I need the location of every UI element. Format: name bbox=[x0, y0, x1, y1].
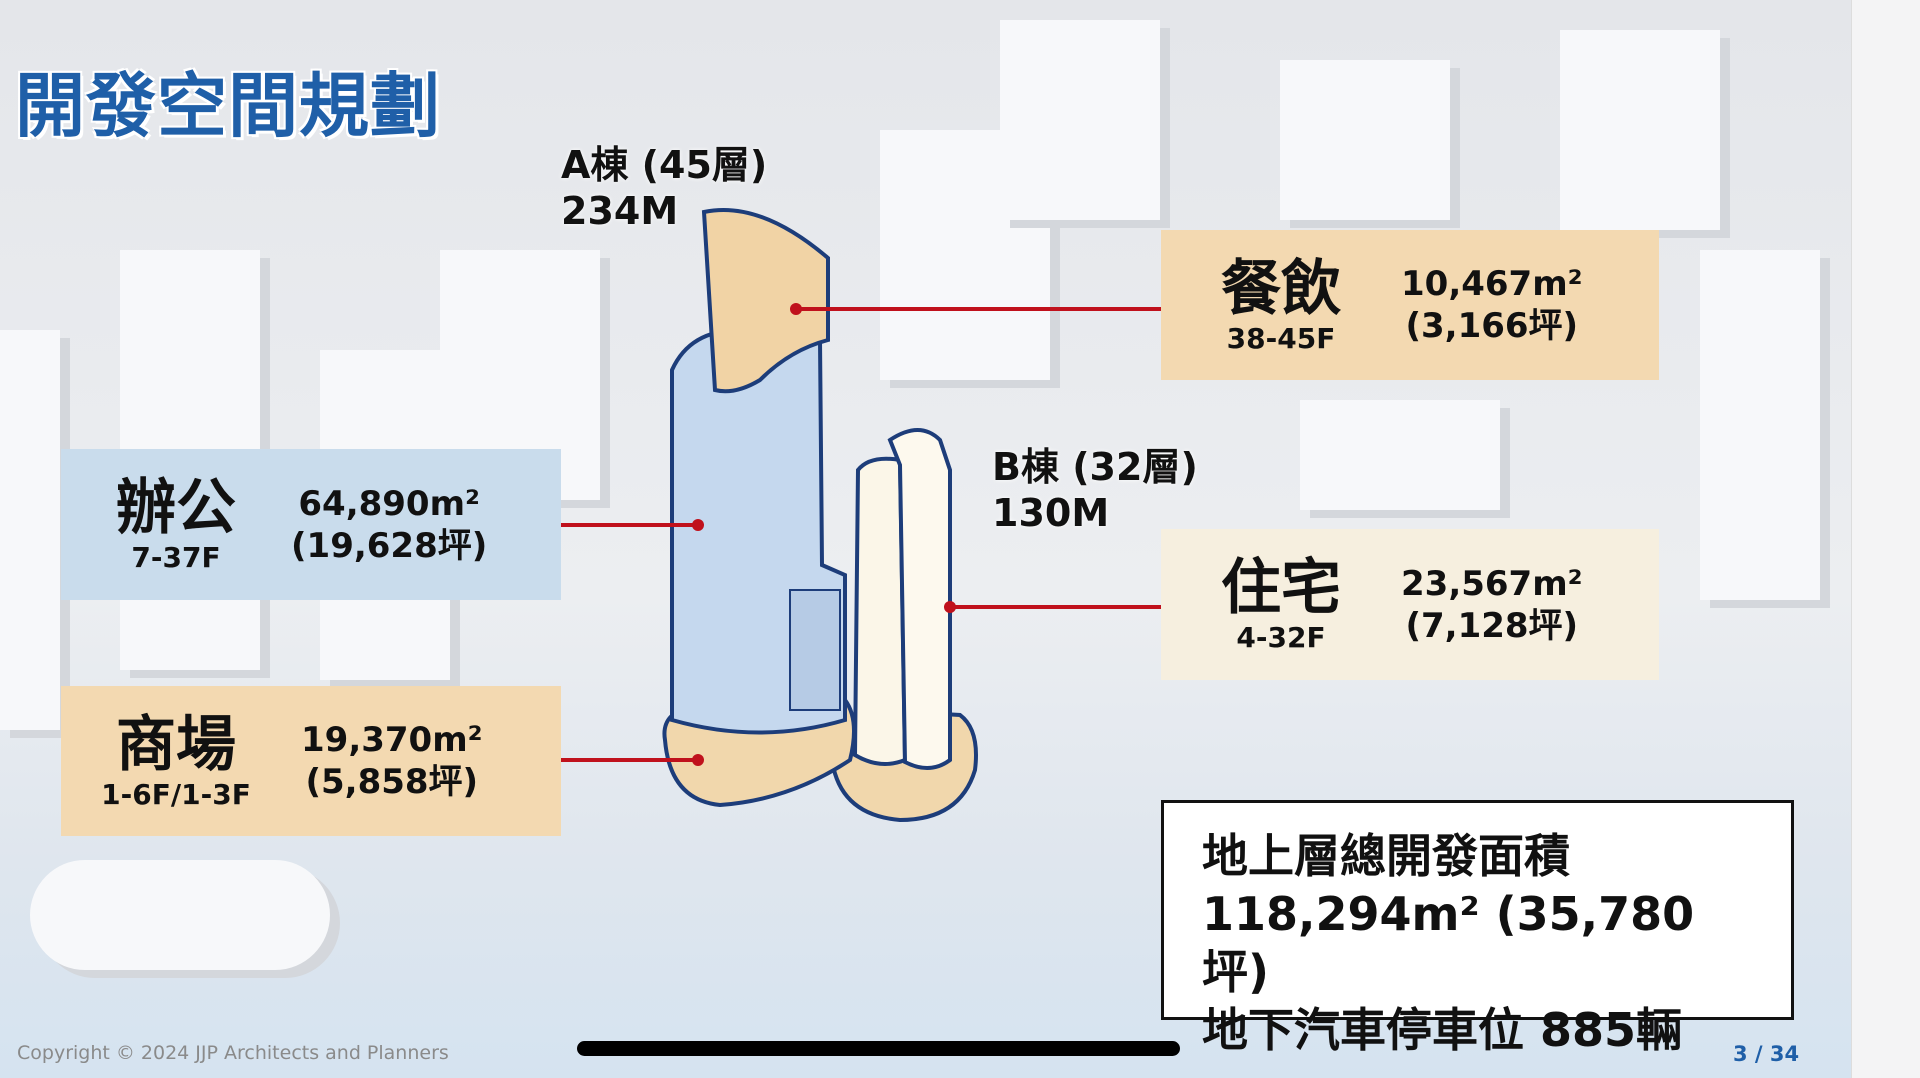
building bbox=[1300, 400, 1500, 510]
building bbox=[0, 330, 60, 730]
window-edge bbox=[1851, 0, 1920, 1078]
office-leader-line bbox=[561, 523, 697, 527]
dining-leader-line bbox=[796, 307, 1161, 311]
retail-leader-line bbox=[561, 758, 698, 762]
office-ping: (19,628坪) bbox=[291, 525, 488, 566]
residential-marker bbox=[944, 601, 956, 613]
page-title: 開發空間規劃 bbox=[15, 65, 441, 147]
stadium bbox=[30, 860, 330, 970]
building bbox=[1280, 60, 1450, 220]
summary-box: 地上層總開發面積 118,294m² (35,780坪) 地下汽車停車位 885… bbox=[1161, 800, 1794, 1057]
tower-b bbox=[829, 428, 978, 823]
dining-ping: (3,166坪) bbox=[1405, 306, 1579, 346]
tower-a-label: A棟 (45層) 234M bbox=[561, 142, 767, 234]
residential-ping: (7,128坪) bbox=[1405, 605, 1579, 646]
retail-name: 商場 bbox=[116, 709, 236, 780]
dining-floors: 38-45F bbox=[1226, 321, 1336, 355]
retail-floors: 1-6F/1-3F bbox=[101, 777, 251, 811]
residential-name: 住宅 bbox=[1221, 553, 1341, 623]
residential-area: 23,567m² bbox=[1401, 563, 1583, 604]
residential-floors: 4-32F bbox=[1236, 621, 1326, 654]
office-name: 辦公 bbox=[116, 473, 236, 543]
retail-ping: (5,858坪) bbox=[305, 762, 479, 802]
office-floors: 7-37F bbox=[131, 541, 221, 574]
residential-leader-line bbox=[950, 605, 1161, 609]
building bbox=[1560, 30, 1720, 230]
dining-name: 餐飲 bbox=[1221, 253, 1341, 324]
summary-total-area: 118,294m² (35,780坪) bbox=[1202, 887, 1695, 999]
page-number: 3 / 34 bbox=[1733, 1042, 1800, 1066]
dining-marker bbox=[790, 303, 802, 315]
tower-b-name: B棟 (32層) bbox=[992, 445, 1198, 489]
summary-total-label: 地上層總開發面積 bbox=[1202, 829, 1570, 883]
office-marker bbox=[692, 519, 704, 531]
summary-parking: 地下汽車停車位 885輛 bbox=[1202, 1003, 1683, 1057]
building bbox=[1000, 20, 1160, 220]
home-indicator-bar[interactable] bbox=[577, 1041, 1180, 1056]
tower-a-height: 234M bbox=[561, 189, 679, 233]
tower-a bbox=[662, 207, 856, 808]
copyright-text: Copyright © 2024 JJP Architects and Plan… bbox=[17, 1042, 449, 1064]
towers-illustration bbox=[662, 207, 978, 823]
retail-area: 19,370m² bbox=[301, 720, 483, 760]
tower-b-label: B棟 (32層) 130M bbox=[992, 444, 1198, 536]
dining-area: 10,467m² bbox=[1401, 264, 1583, 304]
office-area: 64,890m² bbox=[298, 483, 480, 524]
tower-a-name: A棟 (45層) bbox=[561, 143, 768, 187]
retail-marker bbox=[692, 754, 704, 766]
tower-b-height: 130M bbox=[992, 491, 1110, 535]
building bbox=[1700, 250, 1820, 600]
